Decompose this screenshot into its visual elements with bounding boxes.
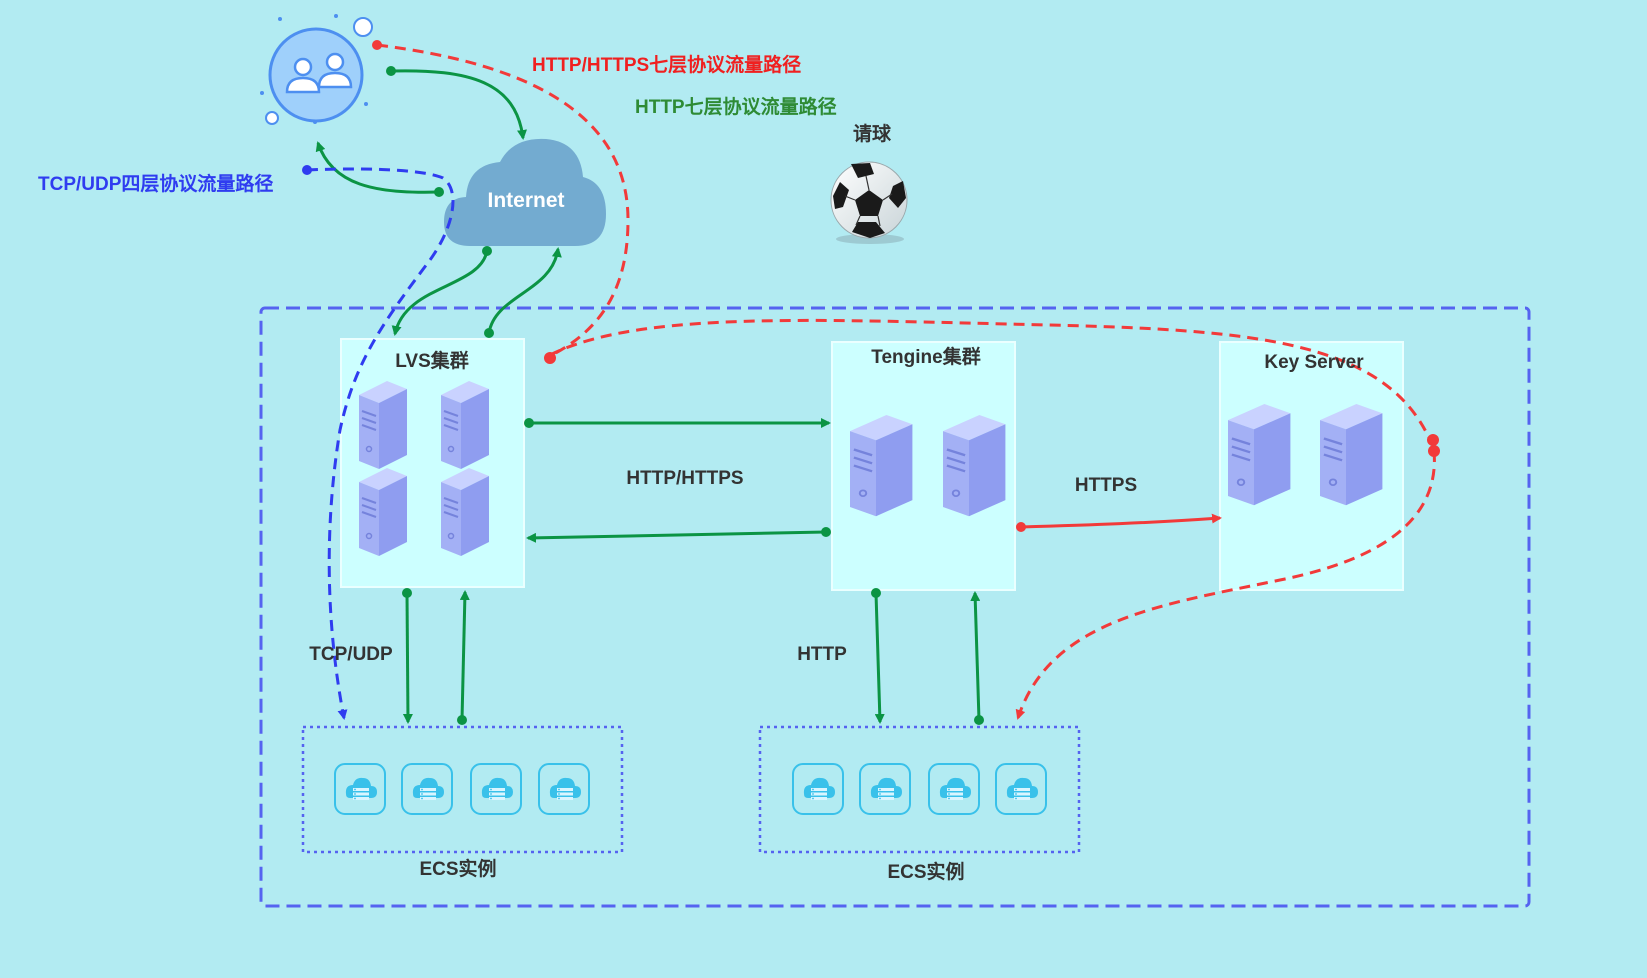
server-icon [1318, 402, 1384, 507]
path-https-users-to-lvs [376, 43, 630, 357]
vpc-container [259, 306, 1531, 908]
soccer-ball-icon [830, 161, 908, 244]
lvs-cluster-title: LVS集群 [395, 349, 469, 372]
server-icon [1226, 402, 1292, 507]
path-ecs-to-tengine [970, 591, 981, 721]
path-tengine-to-lvs [526, 530, 827, 543]
key-server-title: Key Server [1264, 352, 1364, 373]
internet-label: Internet [487, 189, 564, 212]
server-icon [440, 467, 490, 557]
path-users-to-internet [390, 69, 527, 140]
ecs-group-right [758, 725, 1081, 854]
path-tcp-udp [306, 167, 455, 720]
server-icon [848, 413, 914, 518]
cloud-server-icon [401, 763, 453, 815]
path-lvs-to-ecs [402, 592, 413, 724]
server-icon [440, 380, 490, 470]
path-https-lvs-to-key [549, 318, 1432, 441]
cloud-server-icon [470, 763, 522, 815]
cloud-server-icon [928, 763, 980, 815]
ecs-group-left [301, 725, 624, 854]
legend-tcp-path: TCP/UDP四层协议流量路径 [38, 172, 273, 195]
ball-label: 请球 [853, 122, 892, 145]
path-internet-to-users [315, 141, 440, 194]
legend-http-path: HTTP七层协议流量路径 [635, 95, 837, 118]
path-ecs-to-lvs [459, 590, 470, 721]
edge-label-lvs-tengine: HTTP/HTTPS [626, 468, 743, 489]
path-https-key-to-ecs [1015, 450, 1436, 720]
path-internet-to-lvs [391, 250, 489, 336]
cloud-server-icon [538, 763, 590, 815]
cloud-server-icon [334, 763, 386, 815]
server-icon [358, 380, 408, 470]
cloud-server-icon [995, 763, 1047, 815]
legend-https-path: HTTP/HTTPS七层协议流量路径 [532, 53, 801, 76]
tengine-cluster-title: Tengine集群 [871, 345, 980, 368]
cloud-icon [444, 138, 606, 246]
edge-label-lvs-ecs: TCP/UDP [309, 644, 393, 665]
path-tengine-to-ecs [874, 592, 885, 724]
path-tengine-to-key [1020, 513, 1222, 529]
cloud-server-icon [859, 763, 911, 815]
path-lvs-to-internet [487, 247, 562, 334]
ecs-group-right-label: ECS实例 [887, 860, 964, 883]
edge-label-tengine-ecs: HTTP [797, 644, 847, 665]
ecs-group-left-label: ECS实例 [419, 857, 496, 880]
edge-label-tengine-key: HTTPS [1075, 475, 1137, 496]
server-icon [941, 413, 1007, 518]
cloud-server-icon [792, 763, 844, 815]
server-icon [358, 467, 408, 557]
users-icon [260, 14, 373, 125]
